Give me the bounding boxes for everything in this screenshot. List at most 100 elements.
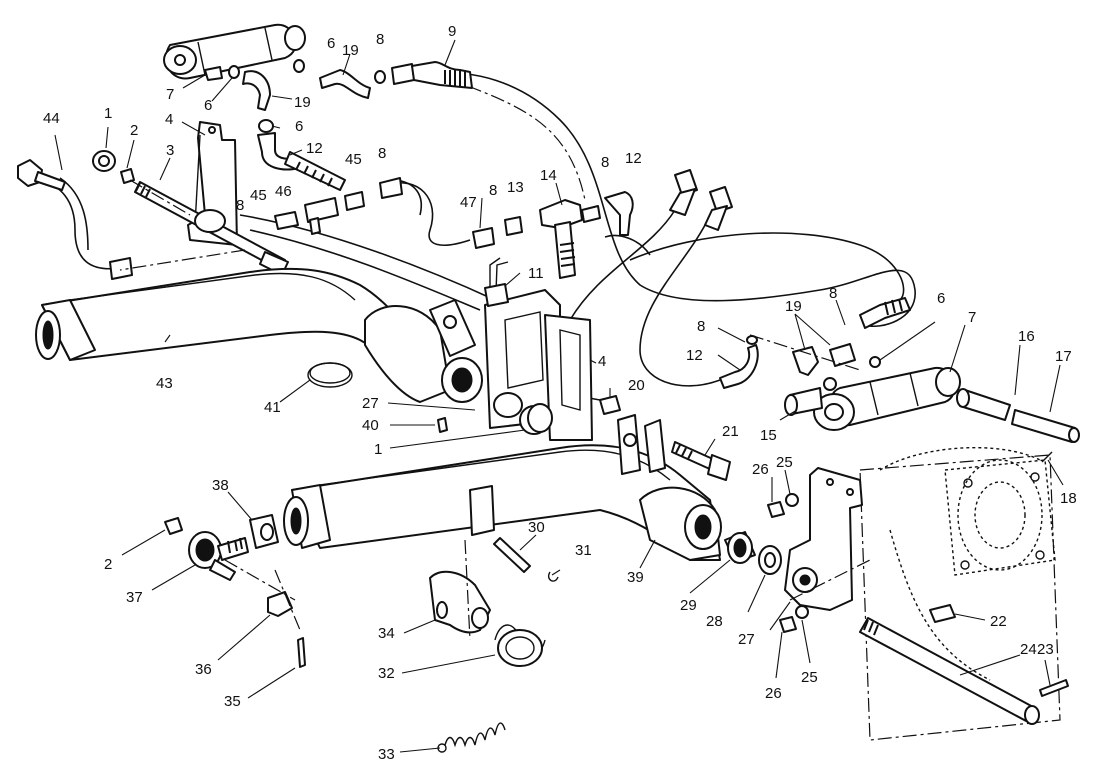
sensor-11 [484,257,509,307]
callout-26: 26 [765,685,782,702]
lower-link-arm-43 [35,267,483,403]
callout-21: 21 [722,423,739,440]
callout-20: 20 [628,377,645,394]
callout-41: 41 [264,399,281,416]
bolt-22 [929,604,956,623]
callout-34: 34 [378,625,395,642]
callout-45: 45 [345,151,362,168]
shaft-24 [859,617,1040,725]
elbows-19-right [792,343,881,391]
callout-8: 8 [236,197,244,214]
hose-ends-upper-right [669,169,911,329]
callout-19: 19 [294,94,311,111]
fittings-45-46 [274,177,403,235]
pin-17 [1011,409,1080,443]
callout-27: 27 [738,631,755,648]
callout-47: 47 [460,194,477,211]
callout-46: 46 [275,183,292,200]
callout-29: 29 [680,597,697,614]
right-bracket-27 [784,467,863,611]
callout-6: 6 [295,118,303,135]
callout-16: 16 [1018,328,1035,345]
lower-arm-39 [283,414,722,561]
tee-fitting-14 [539,199,601,279]
callout-31: 31 [575,542,592,559]
callout-37: 37 [126,589,143,606]
callout-30: 30 [528,519,545,536]
callout-44: 44 [43,110,60,127]
callout-39: 39 [627,569,644,586]
washer-1-lower [527,403,553,433]
hose-fittings-top [228,59,473,191]
callout-24: 24 [1020,641,1037,658]
grease-nipple-2-lower [164,517,183,535]
ball-joint-37 [188,531,249,581]
bushing-1-top [92,150,116,172]
cotter-pin-35 [297,637,306,668]
part-callouts: 44 1 2 3 4 7 6 6 19 8 9 19 6 12 45 8 8 4… [43,23,1077,763]
callout-8: 8 [697,318,705,335]
callout-35: 35 [224,693,241,710]
bracket-34 [429,570,491,634]
nut-38 [249,514,279,549]
callout-38: 38 [212,477,229,494]
alignment-lines [119,179,871,641]
pin-18 [1041,451,1053,463]
callout-6: 6 [204,97,212,114]
callout-3: 3 [166,142,174,159]
nut-20 [599,395,621,415]
callout-2: 2 [104,556,112,573]
leader-lines [54,39,1064,753]
callout-13: 13 [507,179,524,196]
clamp-41 [307,362,353,388]
callout-1: 1 [104,105,112,122]
callout-32: 32 [378,665,395,682]
spring-32 [494,624,546,667]
bolt-21 [671,441,731,481]
callout-8: 8 [829,285,837,302]
callout-26: 26 [752,461,769,478]
bushing-29 [724,531,756,564]
clip-31 [548,571,559,582]
callout-4: 4 [165,111,173,128]
callout-25: 25 [776,454,793,471]
callout-40: 40 [362,417,379,434]
callout-12: 12 [306,140,323,157]
callout-8: 8 [601,154,609,171]
callout-12: 12 [625,150,642,167]
callout-6: 6 [937,290,945,307]
fitting-47 [472,227,495,249]
gearbox-housing [859,446,1061,741]
callout-8: 8 [376,31,384,48]
nuts-washers-25-26 [767,493,809,633]
callout-23: 23 [1037,641,1054,658]
callout-19: 19 [785,298,802,315]
hydraulic-cylinder-right [813,366,961,431]
pin-30 [493,537,531,573]
callout-43: 43 [156,375,173,392]
callout-9: 9 [448,23,456,40]
callout-6: 6 [327,35,335,52]
hose-44-assembly [17,159,133,280]
callout-36: 36 [195,661,212,678]
callout-8: 8 [378,145,386,162]
callout-14: 14 [540,167,557,184]
castle-nut-36 [267,591,293,617]
spring-33 [437,722,506,753]
callout-7: 7 [968,309,976,326]
callout-15: 15 [760,427,777,444]
callout-25: 25 [801,669,818,686]
mount-plate-4-center [484,289,593,441]
bushing-15 [784,387,823,416]
fitting-13 [504,216,523,236]
callout-33: 33 [378,746,395,763]
grease-nipple-40 [437,417,448,433]
callout-4: 4 [598,353,606,370]
callout-17: 17 [1055,348,1072,365]
hydraulic-hoses [39,72,916,401]
callout-22: 22 [990,613,1007,630]
callout-28: 28 [706,613,723,630]
callout-1: 1 [374,441,382,458]
upper-bracket-4 [187,121,238,246]
